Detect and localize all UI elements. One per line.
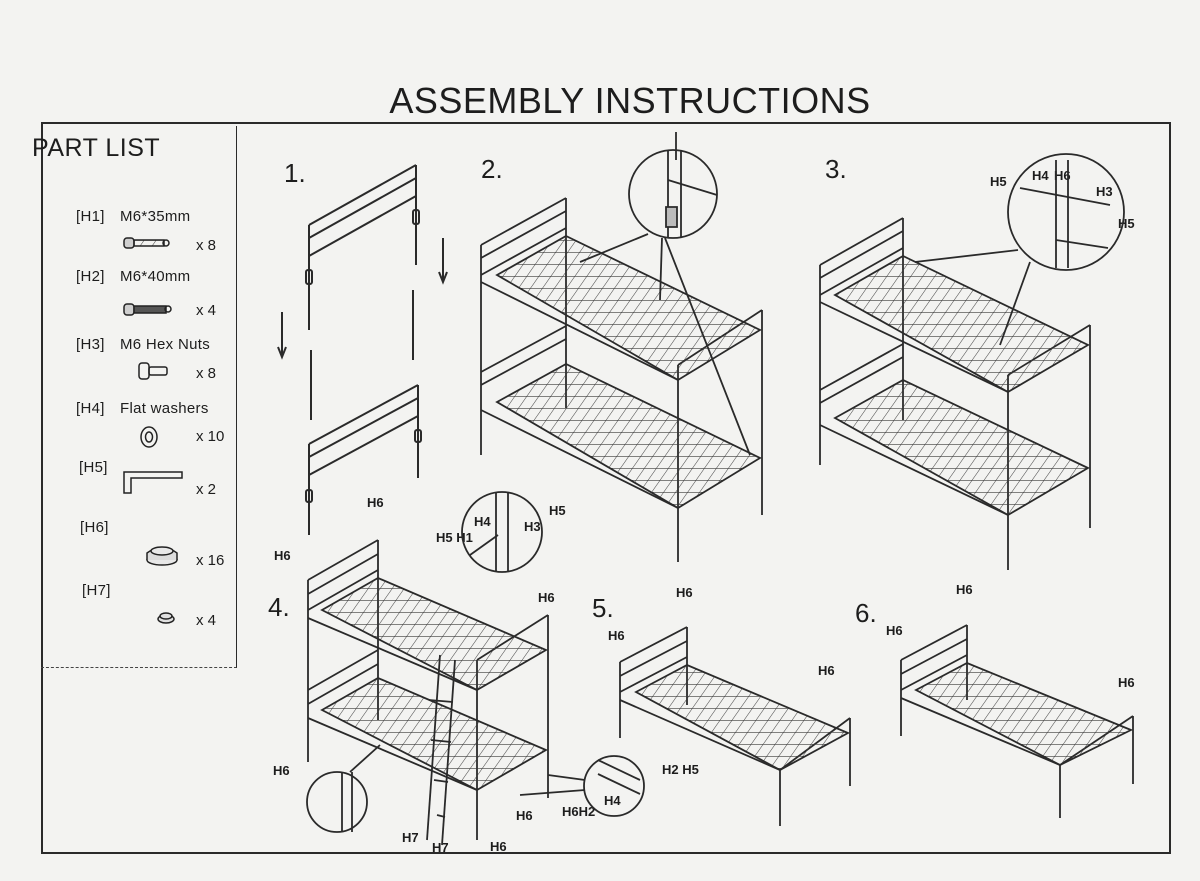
callout-s4-h6-top: H6	[367, 495, 384, 510]
callout-s4-h6h2: H6H2	[562, 804, 596, 819]
part-qty-h2: x 4	[196, 302, 217, 319]
part-code-h7: [H7]	[82, 582, 111, 599]
part-code-h4: [H4]	[76, 400, 105, 417]
callout-s4-h2h5: H2 H5	[662, 762, 699, 777]
part-desc-h4: Flat washers	[120, 400, 209, 417]
part-qty-h1: x 8	[196, 237, 217, 254]
step-number-6: 6.	[855, 598, 877, 628]
part-code-h2: [H2]	[76, 268, 105, 285]
callout-s3-h3: H3	[1096, 184, 1113, 199]
callout-s6-h6-left: H6	[886, 623, 903, 638]
instructions-frame	[41, 122, 1171, 854]
hex-nut-icon	[139, 363, 167, 379]
step-number-5: 5.	[592, 593, 614, 623]
callout-s4-h3: H3	[524, 519, 541, 534]
part-desc-h3: M6 Hex Nuts	[120, 336, 210, 353]
part-qty-h7: x 4	[196, 612, 217, 629]
allen-key-icon	[124, 472, 182, 493]
part-desc-h1: M6*35mm	[120, 208, 191, 225]
long-bolt-icon	[124, 304, 171, 315]
small-cap-icon	[158, 613, 174, 623]
page-title: ASSEMBLY INSTRUCTIONS	[389, 80, 871, 121]
callout-s4-h7b: H7	[432, 840, 449, 855]
callout-s4-h4b: H4	[604, 793, 621, 808]
cap-icon	[147, 547, 177, 565]
callout-s6-h6-right: H6	[1118, 675, 1135, 690]
step6-single-bed	[901, 625, 1133, 818]
callout-s6-h6-top: H6	[956, 582, 973, 597]
callout-s4-h4: H4	[474, 514, 491, 529]
step4-bunk-with-ladder	[307, 492, 644, 845]
part-qty-h6: x 16	[196, 552, 225, 569]
callout-s4-h6-bottom-right: H6	[516, 808, 533, 823]
step2-bunk-bed	[481, 132, 762, 562]
part-qty-h5: x 2	[196, 481, 217, 498]
callout-s3-h5: H5	[990, 174, 1007, 189]
step3-bunk-bed	[820, 154, 1124, 570]
step-number-1: 1.	[284, 158, 306, 188]
step5-single-bed	[620, 627, 850, 826]
part-qty-h4: x 10	[196, 428, 225, 445]
callout-s4-h6-right: H6	[538, 590, 555, 605]
callout-s4-h5: H5	[549, 503, 566, 518]
callout-s4-h6-bottom-left: H6	[273, 763, 290, 778]
part-code-h6: [H6]	[80, 519, 109, 536]
callout-s4-h6-left: H6	[274, 548, 291, 563]
part-code-h1: [H1]	[76, 208, 105, 225]
callout-s4-h7a: H7	[402, 830, 419, 845]
callout-s5-h6-left: H6	[608, 628, 625, 643]
step-number-4: 4.	[268, 592, 290, 622]
part-qty-h3: x 8	[196, 365, 217, 382]
bolt-icon	[124, 238, 169, 248]
washer-icon	[141, 427, 157, 447]
callout-s5-h6-right: H6	[818, 663, 835, 678]
callout-s5-h6-top: H6	[676, 585, 693, 600]
part-code-h3: [H3]	[76, 336, 105, 353]
part-desc-h2: M6*40mm	[120, 268, 191, 285]
step-number-2: 2.	[481, 154, 503, 184]
callout-s4-h6-floor: H6	[490, 839, 507, 854]
part-list-title: PART LIST	[32, 134, 161, 162]
step1-exploded-frames	[278, 165, 447, 535]
part-list-panel	[41, 126, 237, 668]
step-number-3: 3.	[825, 154, 847, 184]
callout-s3-h4: H4	[1032, 168, 1049, 183]
callout-s3-h6: H6	[1054, 168, 1071, 183]
part-code-h5: [H5]	[79, 459, 108, 476]
